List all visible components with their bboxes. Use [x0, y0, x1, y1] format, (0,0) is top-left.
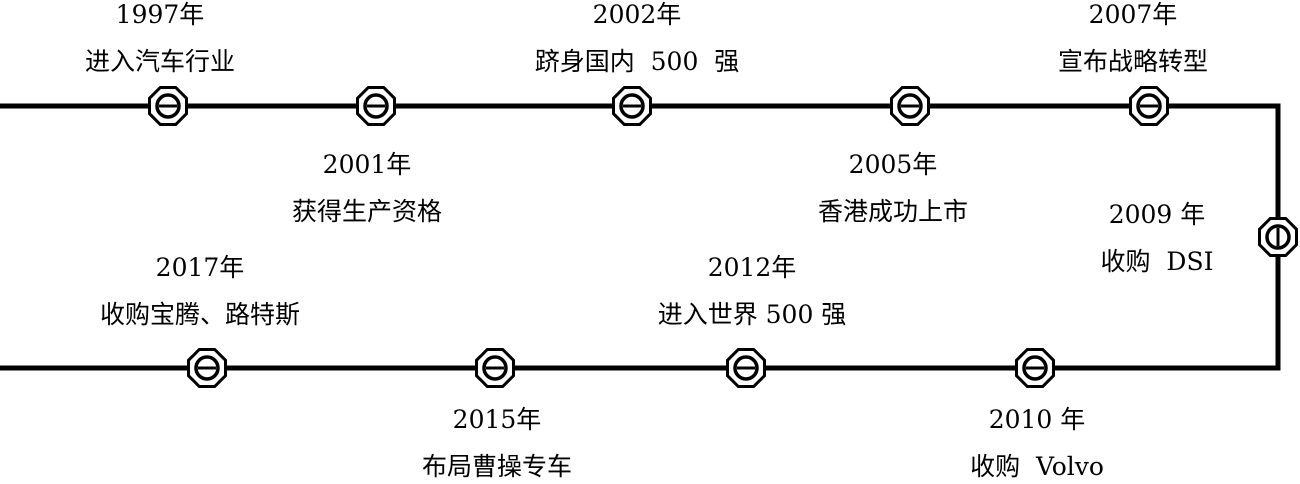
event-text: 获得生产资格	[291, 197, 443, 226]
event-year: 2002年	[592, 0, 682, 29]
event-2005: 2005年香港成功上市	[818, 150, 968, 227]
event-1997: 1997年进入汽车行业	[85, 0, 235, 77]
timeline-marker-icon	[187, 348, 227, 388]
event-2007: 2007年宣布战略转型	[1058, 0, 1208, 77]
timeline-marker-icon	[1015, 348, 1055, 388]
event-2015: 2015年布局曹操专车	[422, 405, 572, 482]
timeline-marker-icon	[612, 86, 652, 126]
event-2010: 2010 年收购 Volvo	[970, 405, 1104, 482]
event-text: 收购 Volvo	[970, 452, 1104, 481]
event-text: 收购宝腾、路特斯	[99, 300, 301, 329]
event-year: 2009 年	[1108, 200, 1206, 229]
timeline-marker-icon	[726, 348, 766, 388]
event-year: 2007年	[1088, 0, 1178, 29]
timeline-marker-icon	[356, 86, 396, 126]
event-2017: 2017年收购宝腾、路特斯	[100, 253, 300, 330]
event-year: 1997年	[115, 0, 205, 29]
event-text: 进入汽车行业	[84, 47, 236, 76]
event-text: 布局曹操专车	[421, 452, 573, 481]
event-year: 2017年	[155, 253, 245, 282]
event-text: 收购 DSI	[1100, 247, 1214, 276]
event-year: 2012年	[707, 253, 797, 282]
timeline-marker-icon	[148, 86, 188, 126]
timeline-marker-icon	[475, 348, 515, 388]
event-year: 2015年	[452, 405, 542, 434]
event-2009: 2009 年收购 DSI	[1101, 200, 1214, 277]
timeline-marker-icon	[1129, 86, 1169, 126]
event-year: 2010 年	[988, 405, 1086, 434]
timeline-marker-icon	[1258, 217, 1298, 257]
event-2002: 2002年跻身国内 500 强	[535, 0, 740, 77]
event-text: 香港成功上市	[817, 197, 969, 226]
timeline-marker-icon	[890, 86, 930, 126]
event-text: 宣布战略转型	[1057, 47, 1209, 76]
event-text: 进入世界 500 强	[657, 300, 847, 329]
event-2001: 2001年获得生产资格	[292, 150, 442, 227]
event-text: 跻身国内 500 强	[534, 47, 740, 76]
event-year: 2001年	[322, 150, 412, 179]
event-year: 2005年	[848, 150, 938, 179]
event-2012: 2012年进入世界 500 强	[658, 253, 847, 330]
